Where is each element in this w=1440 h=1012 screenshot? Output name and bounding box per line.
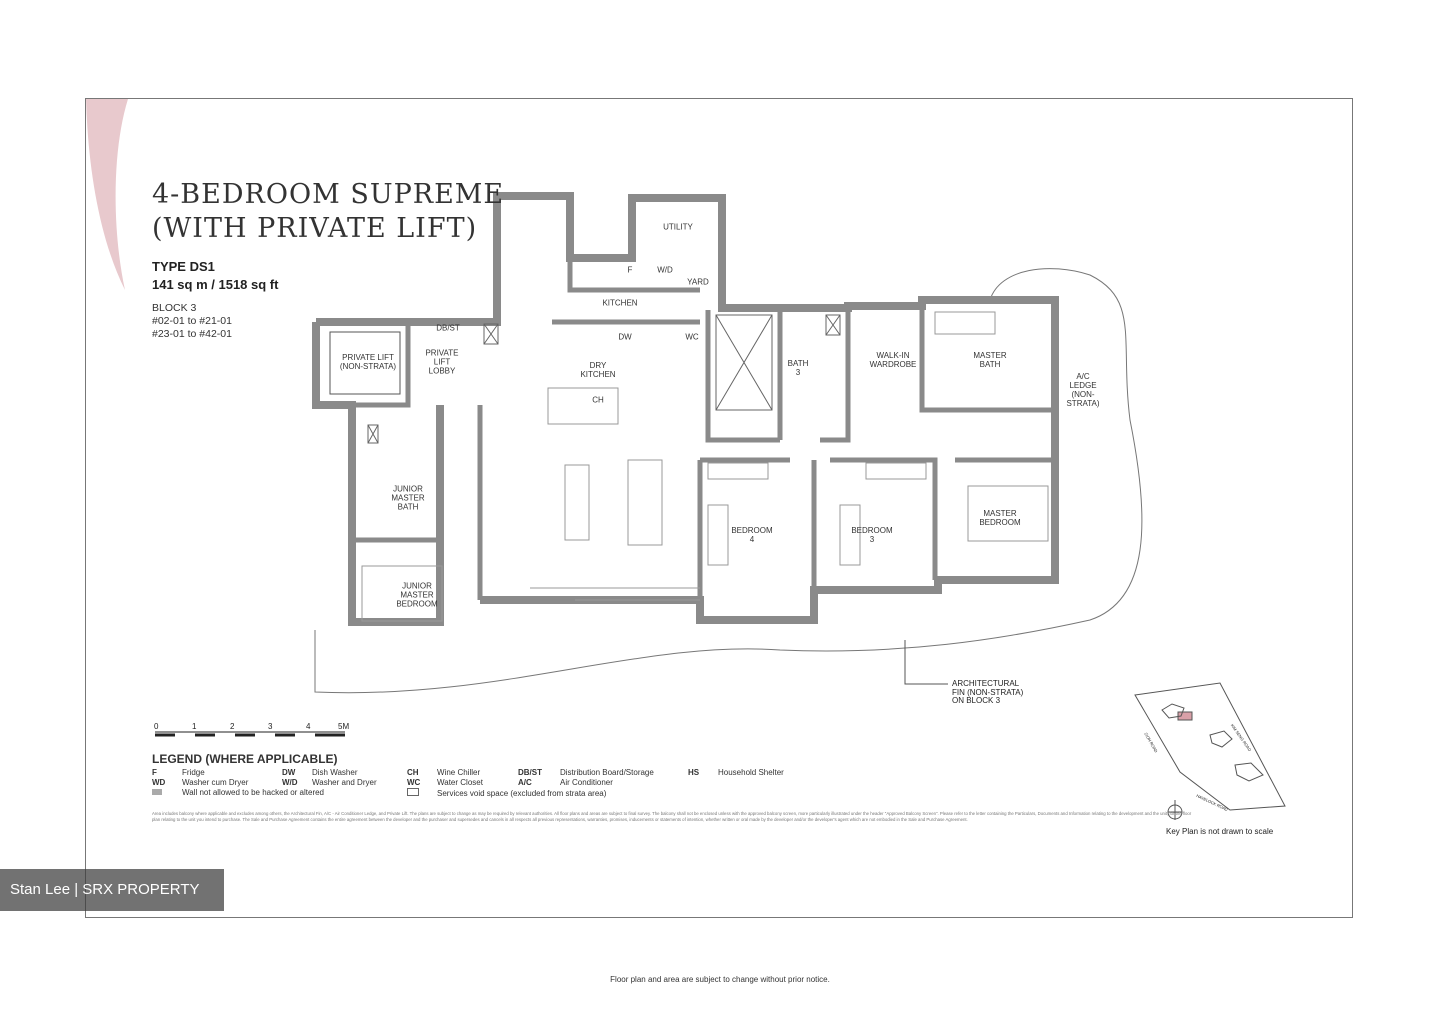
legend-wall-note: Wall not allowed to be hacked or altered — [152, 788, 324, 797]
unit-range: #02-01 to #21-01 — [152, 315, 232, 327]
room-kitchen: KITCHEN — [602, 298, 638, 308]
title-line-2: (WITH PRIVATE LIFT) — [152, 213, 478, 244]
footer-note: Floor plan and area are subject to chang… — [610, 975, 830, 984]
room-master-bath: MASTER BATH — [973, 351, 1007, 369]
plan-frame — [85, 98, 1353, 918]
room-ac-ledge: A/C LEDGE (NON-STRATA) — [1066, 372, 1100, 408]
furniture — [361, 311, 1049, 622]
unit-range: #23-01 to #42-01 — [152, 328, 232, 340]
area-label: 141 sq m / 1518 sq ft — [152, 277, 279, 292]
scale-tick: 1 — [192, 722, 197, 731]
balcony-outline — [314, 268, 1143, 694]
room-lift-lobby: PRIVATE LIFT LOBBY — [425, 348, 459, 376]
room-yard: YARD — [687, 277, 709, 287]
interior-walls — [316, 258, 1055, 600]
room-private-lift: PRIVATE LIFT (NON-STRATA) — [339, 353, 397, 371]
block-label: BLOCK 3 — [152, 302, 197, 314]
block-info: BLOCK 3 #02-01 to #21-01 #23-01 to #42-0… — [152, 302, 232, 341]
wall-swatch-icon — [152, 789, 162, 795]
exterior-walls — [312, 192, 1059, 626]
disclaimer: Area includes balcony where applicable a… — [152, 811, 1192, 822]
title-line-1: 4-BEDROOM SUPREME — [152, 179, 505, 210]
wc-label: WC — [685, 332, 699, 342]
fridge-label: F — [627, 265, 633, 275]
room-junior-master-bath: JUNIOR MASTER BATH — [391, 484, 425, 512]
wine-chiller-label: CH — [592, 395, 604, 405]
room-walk-in-wardrobe: WALK-IN WARDROBE — [869, 351, 917, 369]
unit-type: TYPE DS1 141 sq m / 1518 sq ft — [152, 258, 278, 294]
room-utility: UTILITY — [663, 222, 693, 232]
page-title: 4-BEDROOM SUPREME (WITH PRIVATE LIFT) — [152, 178, 504, 246]
scale-tick: 3 — [268, 722, 273, 731]
private-lift-shaft — [329, 331, 401, 395]
washer-dryer-label: W/D — [657, 265, 673, 275]
scale-tick: 2 — [230, 722, 235, 731]
watermark: Stan Lee | SRX PROPERTY — [0, 869, 224, 911]
legend-void-note: Services void space (excluded from strat… — [407, 788, 606, 798]
dbst-label: DB/ST — [436, 323, 460, 333]
room-bath-3: BATH 3 — [787, 359, 809, 377]
room-dry-kitchen: DRY KITCHEN — [580, 361, 616, 379]
type-label: TYPE DS1 — [152, 259, 215, 274]
room-bedroom-3: BEDROOM 3 — [851, 526, 893, 544]
scale-tick: 5M — [338, 722, 350, 731]
room-master-bedroom: MASTER BEDROOM — [979, 509, 1021, 527]
scale-tick: 0 — [154, 722, 159, 731]
services-void-icons — [367, 314, 841, 444]
scale-tick: 4 — [306, 722, 311, 731]
dishwasher-label: DW — [618, 332, 632, 342]
decorative-pink-curve — [86, 99, 128, 290]
architectural-fin-note: ARCHITECTURAL FIN (NON-STRATA) ON BLOCK … — [952, 679, 1024, 705]
room-bedroom-4: BEDROOM 4 — [731, 526, 773, 544]
key-plan — [1134, 682, 1286, 820]
fin-leader-line — [904, 640, 948, 685]
legend-heading: LEGEND (WHERE APPLICABLE) — [152, 752, 338, 766]
void-swatch-icon — [407, 788, 419, 796]
room-junior-master-bedroom: JUNIOR MASTER BEDROOM — [396, 581, 438, 609]
key-plan-note: Key Plan is not drawn to scale — [1166, 827, 1274, 836]
